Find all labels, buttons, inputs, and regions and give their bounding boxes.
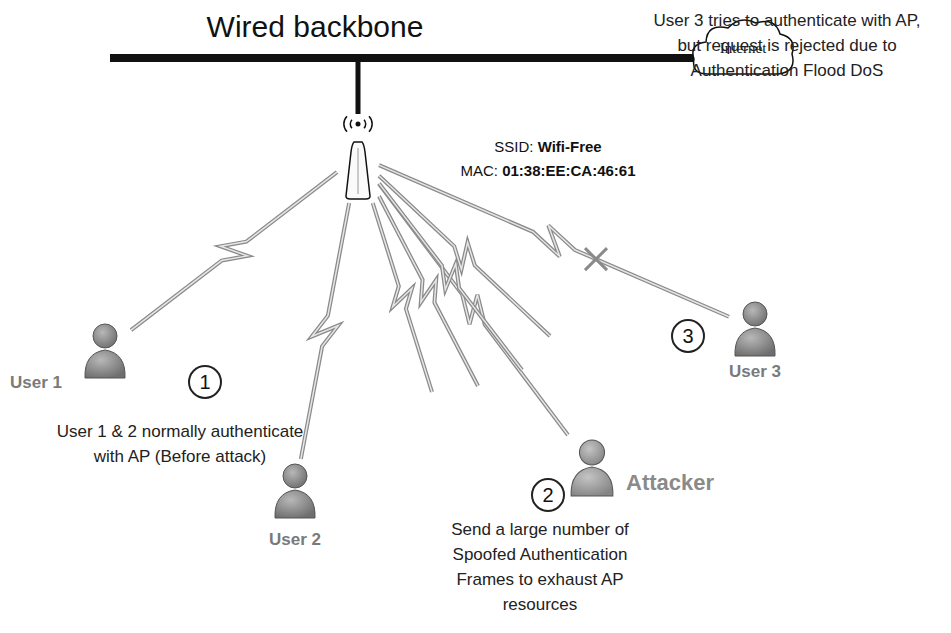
blocked-cross <box>585 248 607 270</box>
step-note: Send a large number of Spoofed Authentic… <box>435 517 645 617</box>
wireless-link <box>301 203 349 459</box>
mac-text: MAC: 01:38:EE:CA:46:61 <box>433 162 663 180</box>
user-symbol <box>732 300 778 356</box>
user-icon: User 3 <box>732 300 778 356</box>
lightning-outline <box>379 176 550 336</box>
radio-wave <box>350 120 352 128</box>
radio-wave <box>344 116 347 131</box>
step-note: User 1 & 2 normally authenticate with AP… <box>45 419 315 469</box>
person-head <box>283 464 307 488</box>
lightning-outline <box>301 203 349 459</box>
lightning-outline <box>379 183 522 370</box>
ssid-text: SSID: Wifi-Free <box>433 138 663 156</box>
wireless-link <box>379 165 729 317</box>
ap-uplink-line <box>356 58 361 114</box>
attacker-symbol <box>568 438 616 496</box>
person-body <box>85 350 125 378</box>
person-head <box>93 324 117 348</box>
lightning-core <box>379 183 522 370</box>
user-symbol <box>82 322 128 378</box>
ap-body <box>346 142 370 199</box>
user-icon: User 1 <box>82 322 128 378</box>
step-note: User 3 tries to authenticate with AP, bu… <box>651 8 923 83</box>
ap-symbol <box>340 112 376 200</box>
person-head <box>743 302 767 326</box>
attacker-icon: Attacker <box>568 438 616 496</box>
callout-number: 1 <box>188 365 222 399</box>
radio-wave <box>369 116 372 131</box>
antenna-dot <box>356 122 361 127</box>
wired-backbone-line <box>110 54 705 62</box>
user-label: User 1 <box>0 373 72 393</box>
wireless-link <box>131 172 337 330</box>
callout-number: 2 <box>531 478 565 512</box>
person-body <box>275 490 315 518</box>
user-label: User 3 <box>715 362 795 382</box>
person-body <box>735 328 775 356</box>
lightning-core <box>131 172 337 330</box>
wireless-link <box>373 176 568 435</box>
lightning-core <box>379 176 550 336</box>
lightning-outline <box>131 172 337 330</box>
lightning-core <box>301 203 349 459</box>
radio-wave <box>364 120 366 128</box>
lightning-core <box>379 165 729 317</box>
callout-number: 3 <box>671 319 705 353</box>
access-point: SSID: Wifi-FreeMAC: 01:38:EE:CA:46:61 <box>340 112 376 200</box>
person-body <box>571 467 613 496</box>
ap-shade <box>358 148 359 194</box>
user-symbol <box>272 462 318 518</box>
user-label: User 2 <box>255 530 335 550</box>
attacker-label: Attacker <box>626 470 746 496</box>
backbone-title: Wired backbone <box>160 10 470 44</box>
user-icon: User 2 <box>272 462 318 518</box>
lightning-outline <box>379 165 729 317</box>
person-head <box>579 440 604 465</box>
